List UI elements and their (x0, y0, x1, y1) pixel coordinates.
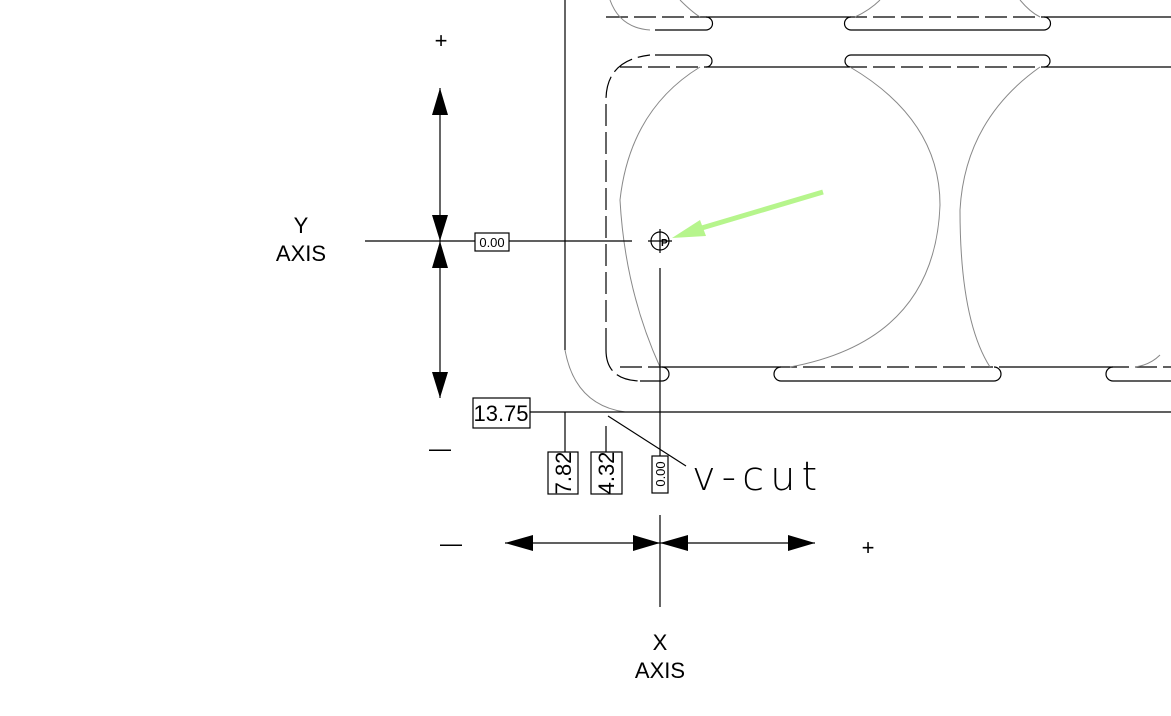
fiducial-label: P (661, 238, 668, 249)
vcut-label: v-cut (692, 454, 823, 500)
y-axis-label: Y (294, 213, 309, 238)
x-axis-label-2: AXIS (635, 658, 685, 683)
x-plus-sign: + (862, 535, 875, 560)
dim-x-vcut-text: 4.32 (594, 452, 619, 495)
dim-x-vcut: 4.32 (590, 451, 623, 495)
y-minus-sign: — (429, 436, 451, 461)
vcut-leader (607, 415, 687, 467)
dim-y-edge: 13.75 (472, 397, 531, 429)
y-axis-indicator: + — Y AXIS (276, 28, 451, 461)
x-axis-indicator: — + X AXIS (440, 515, 874, 683)
dim-x-edge-text: 7.82 (551, 452, 576, 495)
dim-x-edge: 7.82 (547, 451, 579, 495)
x-minus-sign: — (440, 531, 462, 556)
corner-arc (564, 349, 626, 413)
y-plus-sign: + (435, 28, 448, 53)
green-pointer-arrow (672, 189, 824, 238)
fiducial-target-icon: P (648, 229, 672, 253)
dim-y-edge-text: 13.75 (473, 401, 528, 426)
dim-y-origin-text: 0.00 (479, 235, 504, 250)
dim-x-origin-text: 0.00 (653, 461, 668, 486)
dim-x-origin: 0.00 (651, 455, 669, 494)
panel-outline (605, 0, 1171, 382)
y-axis-label-2: AXIS (276, 241, 326, 266)
x-axis-label: X (653, 630, 668, 655)
dim-y-origin: 0.00 (474, 232, 510, 252)
